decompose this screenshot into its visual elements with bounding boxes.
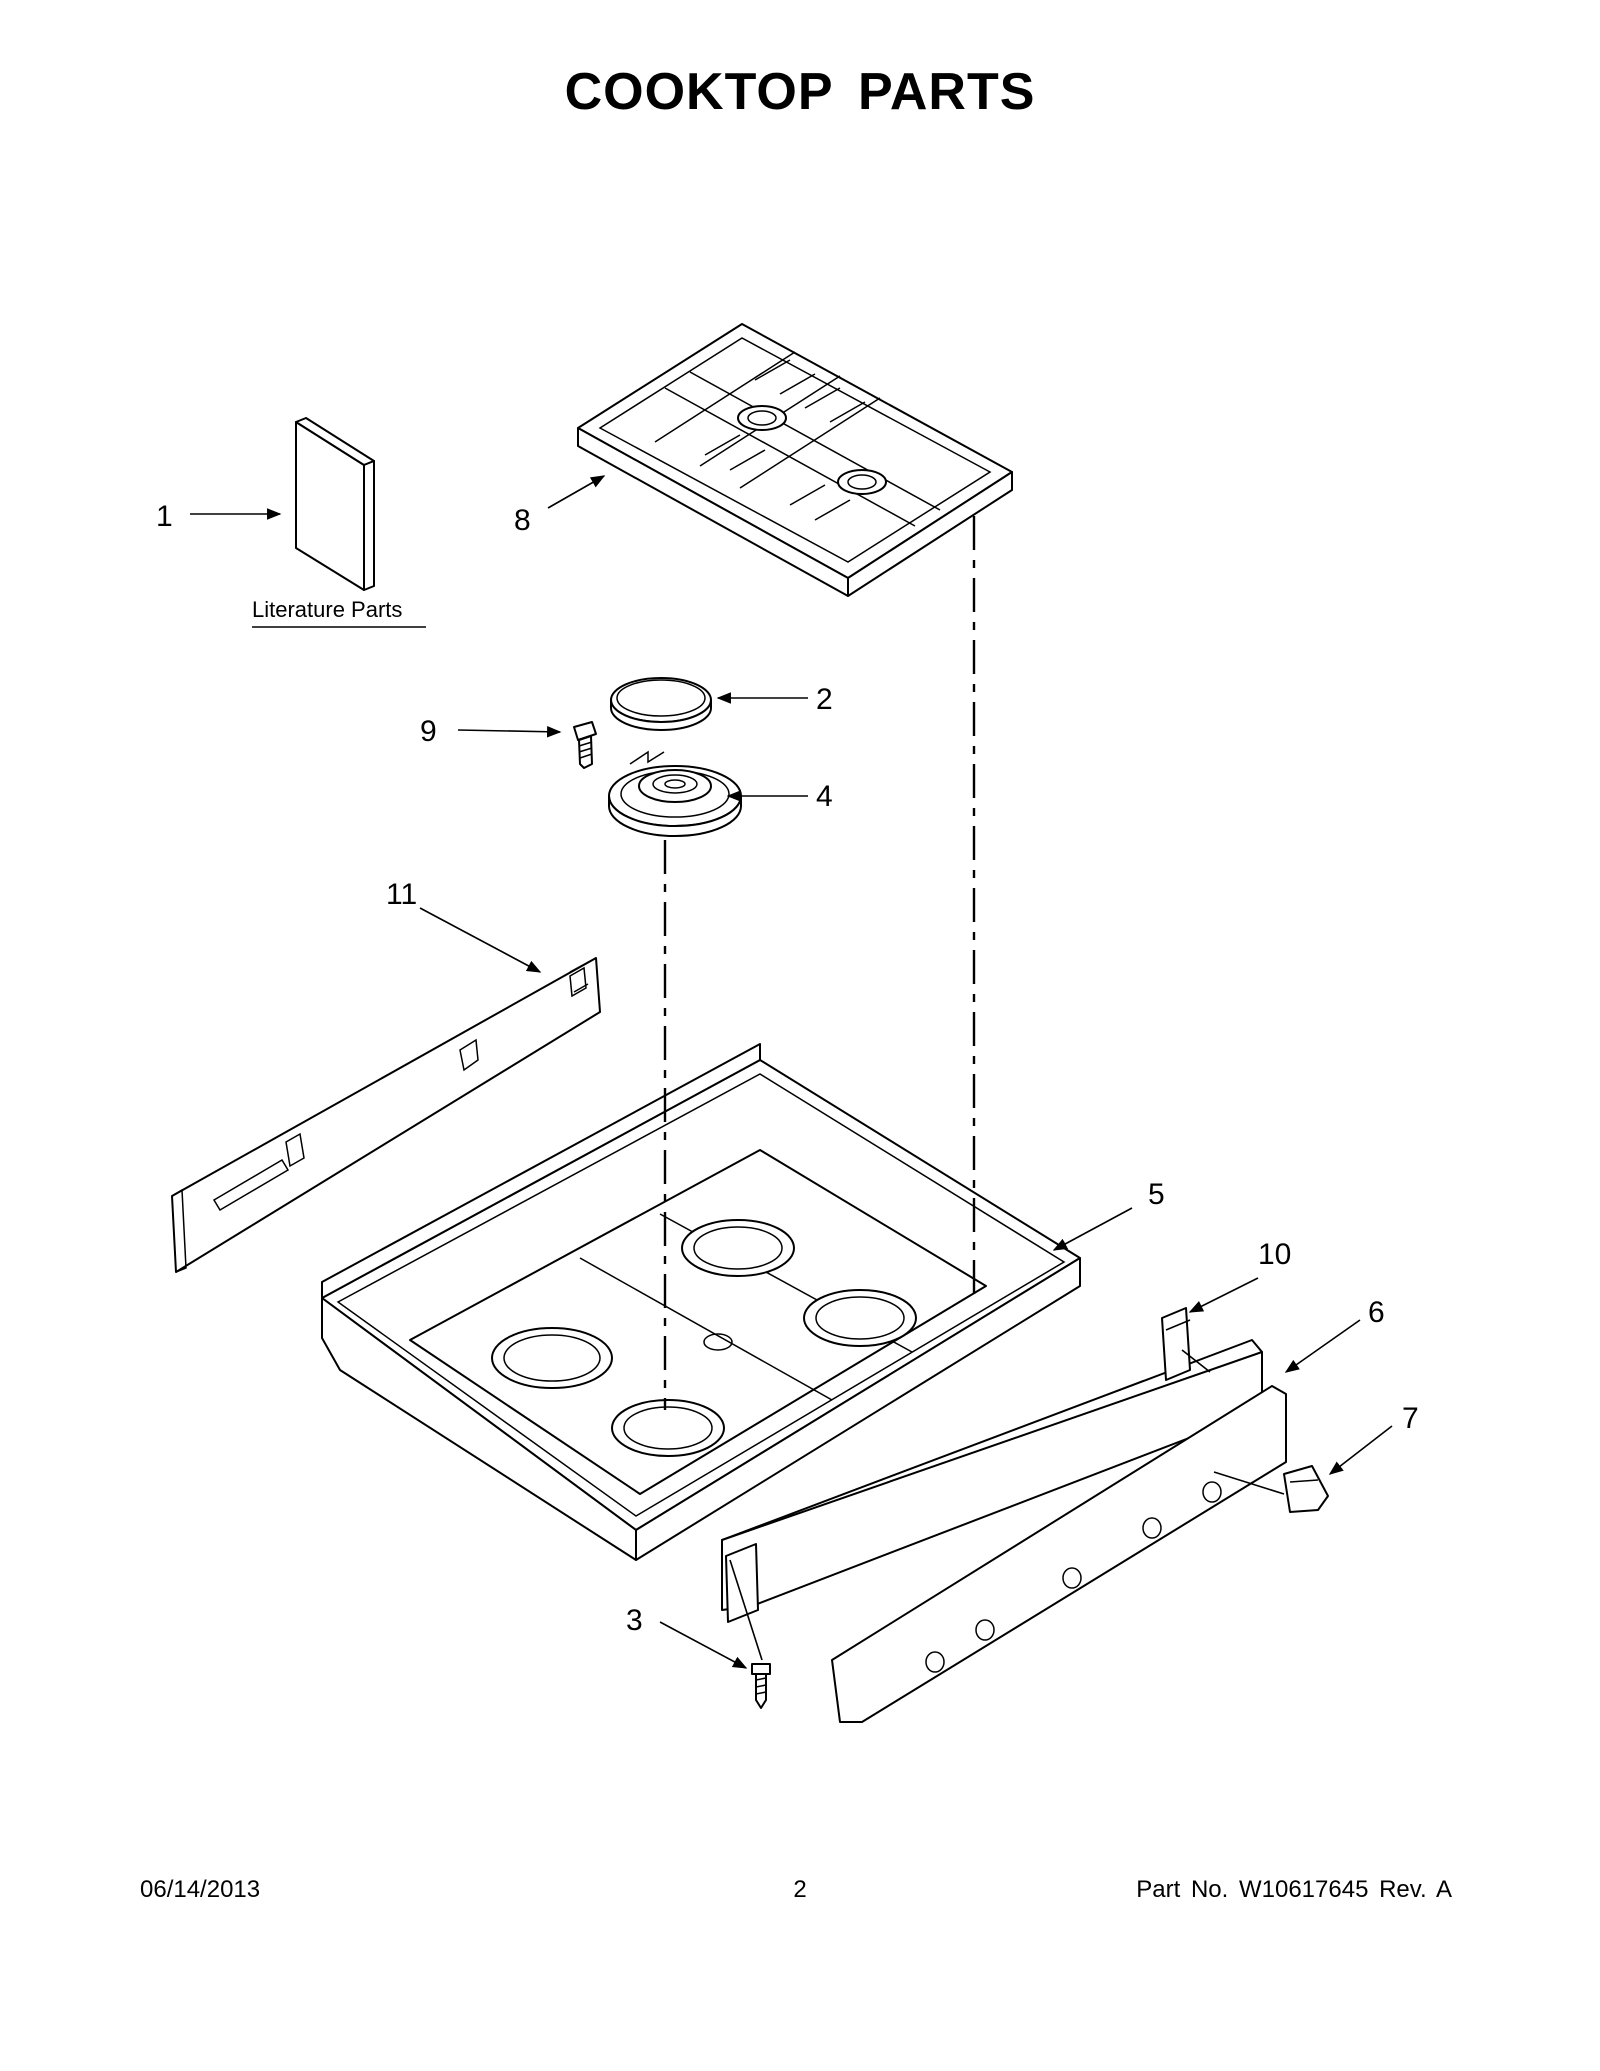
callout-8[interactable]: 8 bbox=[514, 504, 531, 537]
callout-1[interactable]: 1 bbox=[156, 500, 173, 533]
leader-6 bbox=[1284, 1319, 1361, 1373]
leader-8 bbox=[547, 475, 606, 509]
leader-10 bbox=[1188, 1277, 1259, 1313]
callout-7[interactable]: 7 bbox=[1402, 1402, 1419, 1435]
leader-5 bbox=[1052, 1207, 1133, 1251]
control-panel[interactable] bbox=[721, 1339, 1287, 1723]
bracket[interactable] bbox=[1161, 1307, 1191, 1381]
control-knob[interactable] bbox=[1283, 1465, 1329, 1513]
left-bracket[interactable] bbox=[725, 1543, 759, 1623]
screw-assembly-line bbox=[729, 1559, 763, 1661]
burner-cap[interactable] bbox=[610, 677, 712, 731]
callout-11[interactable]: 11 bbox=[386, 878, 417, 911]
burner-grate[interactable] bbox=[577, 323, 1013, 597]
callout-5[interactable]: 5 bbox=[1148, 1178, 1165, 1211]
callout-6[interactable]: 6 bbox=[1368, 1296, 1385, 1329]
footer-date: 06/14/2013 bbox=[140, 1876, 261, 1903]
burner-screw[interactable] bbox=[573, 721, 597, 769]
literature-parts-label: Literature Parts bbox=[252, 597, 402, 622]
callout-3[interactable]: 3 bbox=[626, 1604, 643, 1637]
callout-2[interactable]: 2 bbox=[816, 683, 833, 716]
knob-assembly-line bbox=[1213, 1471, 1285, 1495]
bracket-assembly-line bbox=[1181, 1349, 1211, 1373]
leader-3 bbox=[659, 1621, 748, 1669]
leader-11 bbox=[419, 907, 542, 973]
cooktop[interactable] bbox=[321, 1043, 1081, 1561]
footer-part-number: Part No. W10617645 Rev. A bbox=[1136, 1876, 1452, 1903]
literature-booklet[interactable] bbox=[295, 417, 375, 591]
page-title: COOKTOP PARTS bbox=[564, 63, 1036, 121]
leader-9 bbox=[457, 725, 562, 738]
rear-panel[interactable] bbox=[171, 957, 601, 1273]
callout-4[interactable]: 4 bbox=[816, 780, 833, 813]
callout-9[interactable]: 9 bbox=[420, 715, 437, 748]
leader-7 bbox=[1328, 1425, 1393, 1475]
callout-10[interactable]: 10 bbox=[1258, 1238, 1291, 1271]
mounting-screw[interactable] bbox=[751, 1663, 771, 1709]
burner-base[interactable] bbox=[608, 750, 742, 837]
footer-page-number: 2 bbox=[793, 1876, 807, 1903]
